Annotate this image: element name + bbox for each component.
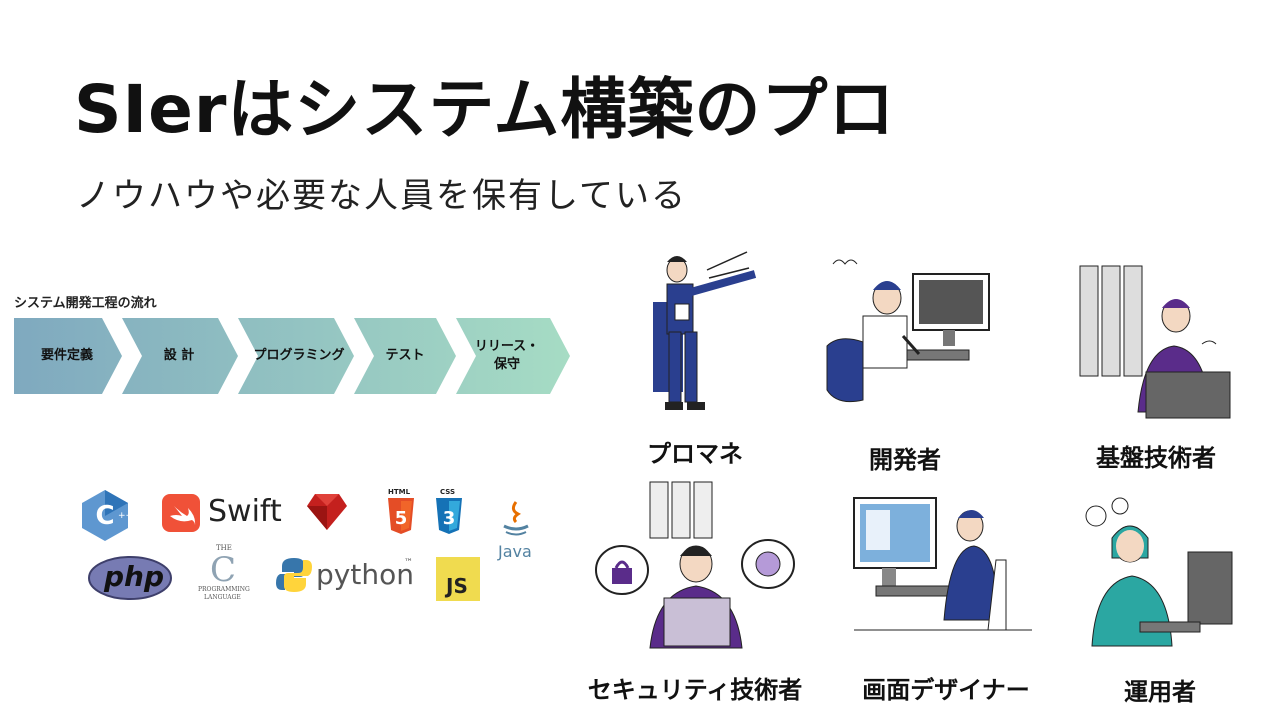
java-icon (503, 501, 529, 536)
role-security: セキュリティ技術者 (574, 480, 816, 712)
role-project-manager: プロマネ (625, 240, 765, 470)
role-label-developer: 開発者 (869, 446, 941, 474)
project-manager-illustration (653, 251, 757, 410)
role-developer: 開発者 (815, 250, 995, 474)
python-icon (276, 558, 312, 592)
process-band (14, 318, 570, 394)
svg-text:C: C (95, 501, 114, 531)
js-label: JS (446, 574, 468, 598)
cpp-logo: C ++ (82, 490, 130, 541)
chevron-1 (102, 318, 142, 394)
step-test: テスト (385, 348, 425, 363)
ruby-icon (307, 494, 347, 530)
css-label: CSS (440, 488, 456, 496)
c-book-the: THE (216, 544, 232, 552)
swift-icon (162, 494, 200, 532)
infrastructure-illustration (1079, 265, 1231, 419)
svg-text:5: 5 (395, 508, 408, 529)
role-label-project-manager: プロマネ (647, 440, 743, 468)
svg-text:3: 3 (443, 508, 456, 529)
html-label: HTML (388, 488, 411, 496)
slide-title: SIerはシステム構築のプロ (74, 71, 896, 148)
swift-label: Swift (208, 494, 282, 529)
language-logos: C ++ Swift HTML 5 CSS 3 Java php THE C P… (0, 480, 560, 610)
step-release-line2: 保守 (493, 356, 520, 372)
process-end (550, 318, 574, 394)
c-book-programming: PROGRAMMING (198, 586, 250, 593)
process-arrows (14, 318, 574, 394)
python-tm: ™ (404, 558, 413, 568)
css3-icon: 3 (436, 498, 462, 534)
html5-icon: 5 (388, 498, 414, 534)
role-label-operator: 運用者 (1124, 678, 1196, 706)
designer-illustration (853, 497, 1032, 631)
python-label: python (316, 558, 414, 591)
role-label-security: セキュリティ技術者 (587, 676, 803, 704)
role-label-designer: 画面デザイナー (862, 676, 1030, 704)
js-badge (436, 557, 480, 601)
step-design: 設 計 (163, 348, 195, 363)
step-release: リリース・ 保守 (472, 338, 542, 373)
c-book-letter: C (210, 550, 237, 590)
chevron-4 (436, 318, 476, 394)
chevron-3 (334, 318, 374, 394)
chevron-2 (218, 318, 258, 394)
process-flow: 要件定義 設 計 プログラミング テスト リリース・ 保守 (14, 318, 574, 398)
role-designer: 画面デザイナー (846, 490, 1046, 712)
role-infrastructure: 基盤技術者 (1076, 262, 1236, 472)
php-badge (88, 556, 172, 600)
process-title: システム開発工程の流れ (14, 296, 157, 311)
java-label: Java (498, 542, 532, 561)
step-release-line1: リリース・ (474, 339, 540, 354)
operator-illustration (1085, 497, 1233, 647)
step-programming: プログラミング (253, 348, 345, 363)
slide-subtitle: ノウハウや必要な人員を保有している (76, 176, 687, 216)
php-label: php (104, 560, 165, 593)
svg-text:++: ++ (118, 511, 130, 521)
developer-illustration (826, 259, 990, 403)
role-label-infrastructure: 基盤技術者 (1096, 444, 1216, 472)
security-illustration (595, 481, 795, 649)
c-book-language: LANGUAGE (204, 594, 241, 601)
role-operator: 運用者 (1080, 496, 1240, 712)
step-requirements: 要件定義 (40, 348, 93, 363)
